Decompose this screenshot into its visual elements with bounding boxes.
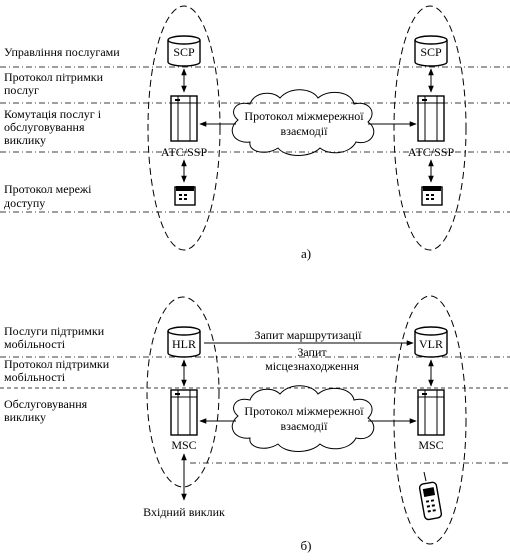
cloud-label: взаємодії — [281, 124, 329, 138]
left-domain-ellipse — [146, 296, 220, 488]
left-domain-ellipse — [147, 5, 221, 251]
switch-rack-icon — [170, 389, 198, 436]
database-icon — [414, 35, 448, 67]
part-b: Послуги підтримки мобільності Протокол п… — [0, 295, 510, 553]
layer-label: Протокол підтримки — [4, 357, 110, 371]
location-request-label: місцезнаходження — [265, 359, 359, 373]
database-icon — [167, 326, 201, 358]
incoming-call-label: Вхідний виклик — [143, 505, 225, 519]
layer-label: Протокол пітримки — [4, 70, 104, 84]
cloud-icon — [231, 385, 375, 452]
cloud-icon — [231, 89, 375, 156]
mobile-phone-icon — [418, 471, 443, 521]
right-domain-ellipse — [393, 5, 467, 251]
right-switch-label: АТС/SSP — [408, 145, 455, 159]
vlr-label: VLR — [419, 337, 443, 351]
left-switch-label: АТС/SSP — [161, 145, 208, 159]
layer-label: послуг — [4, 83, 39, 97]
layer-label: мобільності — [4, 370, 66, 384]
right-domain-ellipse — [393, 295, 467, 545]
left-msc-label: MSC — [171, 438, 196, 452]
database-icon — [167, 35, 201, 67]
switch-rack-icon — [417, 389, 445, 436]
right-scp-label: SCP — [420, 45, 442, 59]
cloud-label: взаємодії — [281, 419, 329, 433]
cloud-label: Протокол міжмережної — [244, 404, 364, 418]
routing-request-label: Запит маршрутизації — [254, 328, 362, 342]
layer-label: Комутація послуг і — [4, 107, 102, 121]
cloud-label: Протокол міжмережної — [244, 109, 364, 123]
layer-label: мобільності — [4, 337, 66, 351]
telephone-icon — [174, 186, 196, 206]
layer-label: обслуговування — [4, 120, 85, 134]
caption-a: а) — [301, 246, 311, 261]
caption-b: б) — [301, 538, 312, 553]
database-icon — [414, 326, 448, 358]
layer-label: Управління послугами — [4, 45, 120, 59]
layer-label: Протокол мережі — [4, 182, 92, 196]
left-scp-label: SCP — [173, 45, 195, 59]
switch-rack-icon — [417, 95, 445, 142]
hlr-label: HLR — [172, 337, 196, 351]
telephone-icon — [421, 186, 443, 206]
right-msc-label: MSC — [418, 438, 443, 452]
part-a: Управління послугами Протокол пітримки п… — [0, 5, 510, 261]
layer-label: виклику — [4, 133, 46, 147]
switch-rack-icon — [170, 95, 198, 142]
location-request-label: Запит — [297, 345, 327, 359]
layer-label: доступу — [4, 196, 45, 210]
layer-label: виклику — [4, 410, 46, 424]
layer-label: Послуги підтримки — [4, 324, 105, 338]
layer-label: Обслуговування — [4, 397, 88, 411]
